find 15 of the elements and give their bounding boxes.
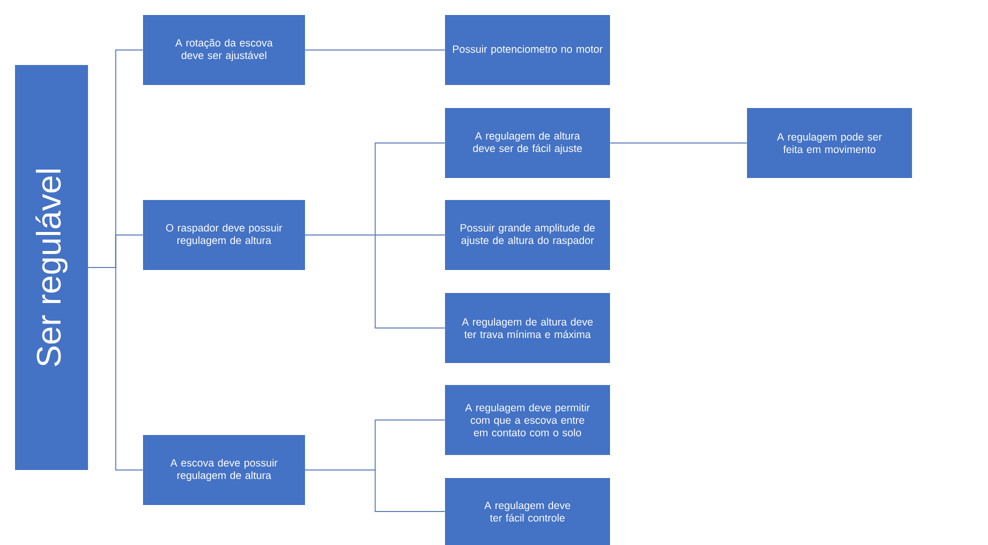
- connector-line: [304, 469, 446, 512]
- requirement-box: O raspador deve possuir regulagem de altura: [143, 200, 305, 270]
- connector-line: [610, 142, 748, 144]
- requirement-box: A regulagem de altura deve ter trava mínima e máxima: [445, 292, 610, 363]
- requirement-box: A regulagem pode ser feita em movimento: [747, 108, 912, 178]
- requirement-box: A regulagem deve permitir com que a escova entre em contato com o solo: [445, 384, 610, 455]
- connector-line: [304, 234, 446, 328]
- connector-line: [88, 266, 144, 470]
- requirement-box: A regulagem de altura deve ser de fácil ajuste: [445, 108, 610, 178]
- requirement-box: A escova deve possuir regulagem de altura: [143, 434, 305, 505]
- requirement-box: A regulagem deve ter fácil controle: [445, 478, 610, 545]
- requirement-box: A rotação da escova deve ser ajustável: [143, 15, 305, 85]
- requirement-box: Possuir potenciometro no motor: [445, 15, 610, 85]
- requirement-box: Possuir grande amplitude de ajuste de altura do raspador: [445, 200, 610, 270]
- title-box: Ser regulável: [15, 64, 88, 470]
